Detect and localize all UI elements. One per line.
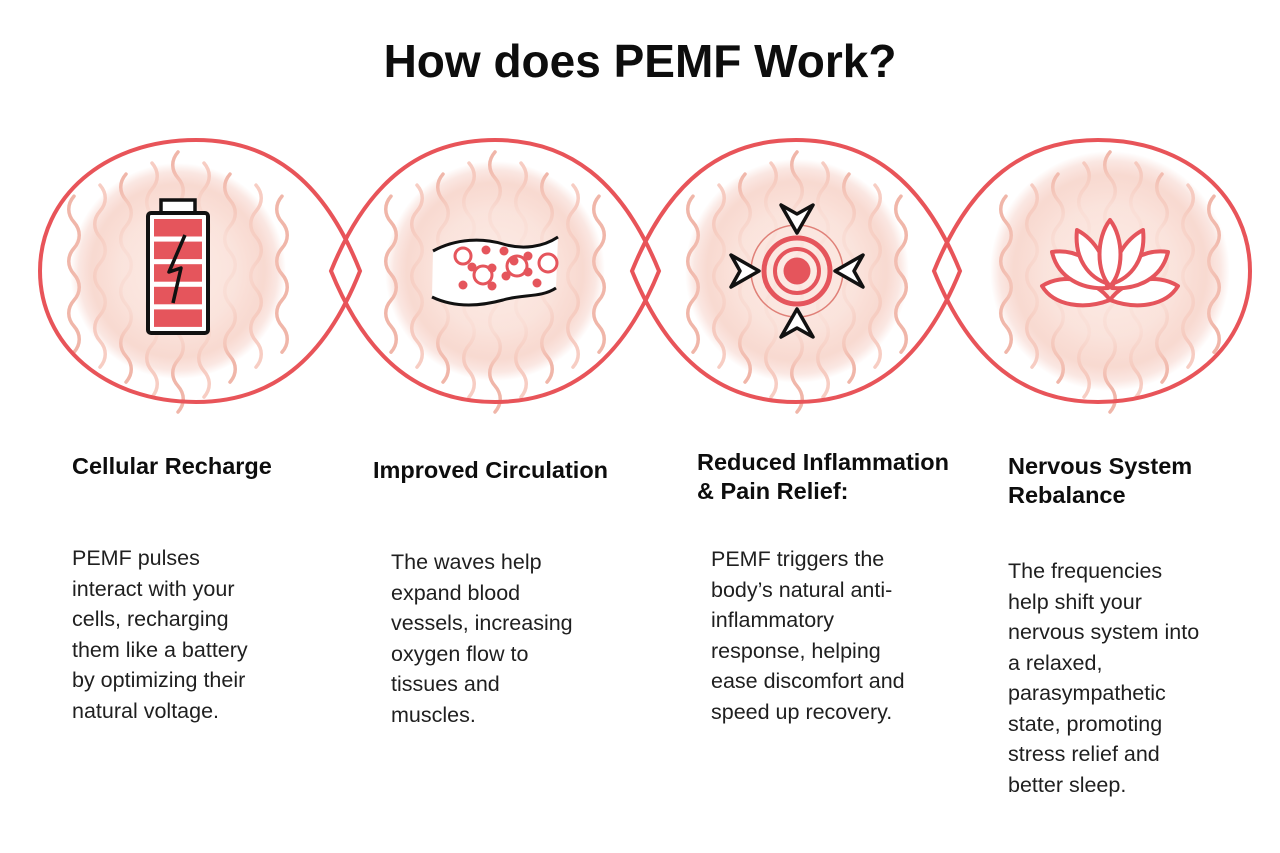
pod-outline [328,137,662,405]
battery-charging-icon [146,198,210,335]
pod-improved-circulation [384,150,606,414]
blood-vessel-icon [431,235,559,307]
step-heading: Nervous System Rebalance [1008,453,1193,508]
pod-outline [37,137,363,405]
step-heading: Improved Circulation [373,457,609,483]
step-reduced-inflammation: Reduced Inflammation & Pain Relief: PEMF… [697,448,987,727]
step-heading: Cellular Recharge [72,453,272,479]
step-improved-circulation: Improved Circulation The waves help expa… [373,456,638,730]
step-heading: Reduced Inflammation & Pain Relief: [697,449,950,504]
page-title: How does PEMF Work? [383,35,897,87]
pod-cellular-recharge [67,150,289,414]
lotus-icon [1040,218,1180,308]
step-body: PEMF triggers the body’s natural anti- i… [711,547,905,724]
pod-reduced-inflammation [685,150,909,414]
step-body: The frequencies help shift your nervous … [1008,559,1200,797]
inflammation-target-icon [729,203,865,339]
pod-outline [629,137,963,405]
pod-outline [931,137,1253,405]
step-nervous-system-rebalance: Nervous System Rebalance The frequencies… [1008,452,1258,800]
step-body: The waves help expand blood vessels, inc… [391,550,573,727]
pod-nervous-system [990,150,1230,414]
step-body: PEMF pulses interact with your cells, re… [72,546,248,723]
step-cellular-recharge: Cellular Recharge PEMF pulses interact w… [72,452,322,726]
